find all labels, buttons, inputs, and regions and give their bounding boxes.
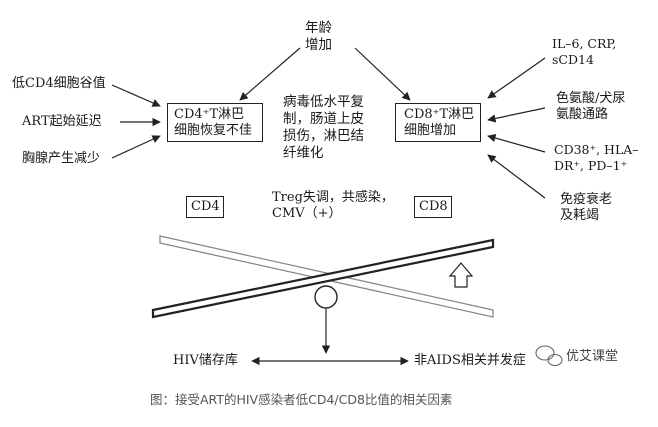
arrow-age-to-cd4 (239, 47, 301, 101)
cd4-balance-label: CD4 (186, 196, 224, 218)
arrow-tryptophan (487, 107, 546, 123)
right-factor-il6: IL–6, CRP, sCD14 (552, 36, 617, 67)
seesaw-fulcrum (314, 285, 338, 309)
arrow-cd38 (487, 133, 546, 153)
left-factor-art-delay: ART起始延迟 (22, 114, 102, 129)
center-factor-mechanisms: 病毒低水平复 制，肠道上皮 损伤，淋巴结 纤维化 (283, 94, 364, 161)
left-factor-thymus: 胸腺产生减少 (22, 151, 101, 166)
cd8-balance-label: CD8 (414, 196, 452, 218)
hollow-up-arrow-icon (448, 262, 474, 288)
arrow-low-nadir (111, 84, 161, 107)
outcome-non-aids-complications: 非AIDS相关并发症 (414, 353, 526, 368)
cd4-recovery-box: CD4⁺T淋巴 细胞恢复不佳 (167, 103, 263, 142)
arrow-senescence (487, 154, 546, 199)
arrow-il6 (487, 57, 546, 99)
right-factor-tryptophan: 色氨酸/犬尿 氨酸通路 (556, 91, 626, 123)
center-factor-treg: Treg失调，共感染， CMV（+） (272, 190, 394, 222)
wechat-logo-icon (535, 345, 563, 367)
right-factor-cd38: CD38⁺, HLA– DR⁺, PD–1⁺ (554, 142, 639, 173)
watermark-text: 优艾课堂 (566, 349, 619, 364)
arrow-age-to-cd8 (354, 47, 411, 101)
left-factor-low-nadir: 低CD4细胞谷值 (12, 76, 106, 91)
seesaw-beam-tilted (151, 238, 495, 319)
outcome-hiv-reservoir: HIV储存库 (173, 353, 238, 368)
figure-caption: 图：接受ART的HIV感染者低CD4/CD8比值的相关因素 (150, 392, 453, 407)
right-factor-senescence: 免疫衰老 及耗竭 (560, 192, 613, 224)
arrow-thymus (111, 135, 161, 159)
cd8-increase-box: CD8⁺T淋巴 细胞增加 (395, 103, 481, 142)
age-factor-label: 年龄 增加 (305, 20, 332, 53)
